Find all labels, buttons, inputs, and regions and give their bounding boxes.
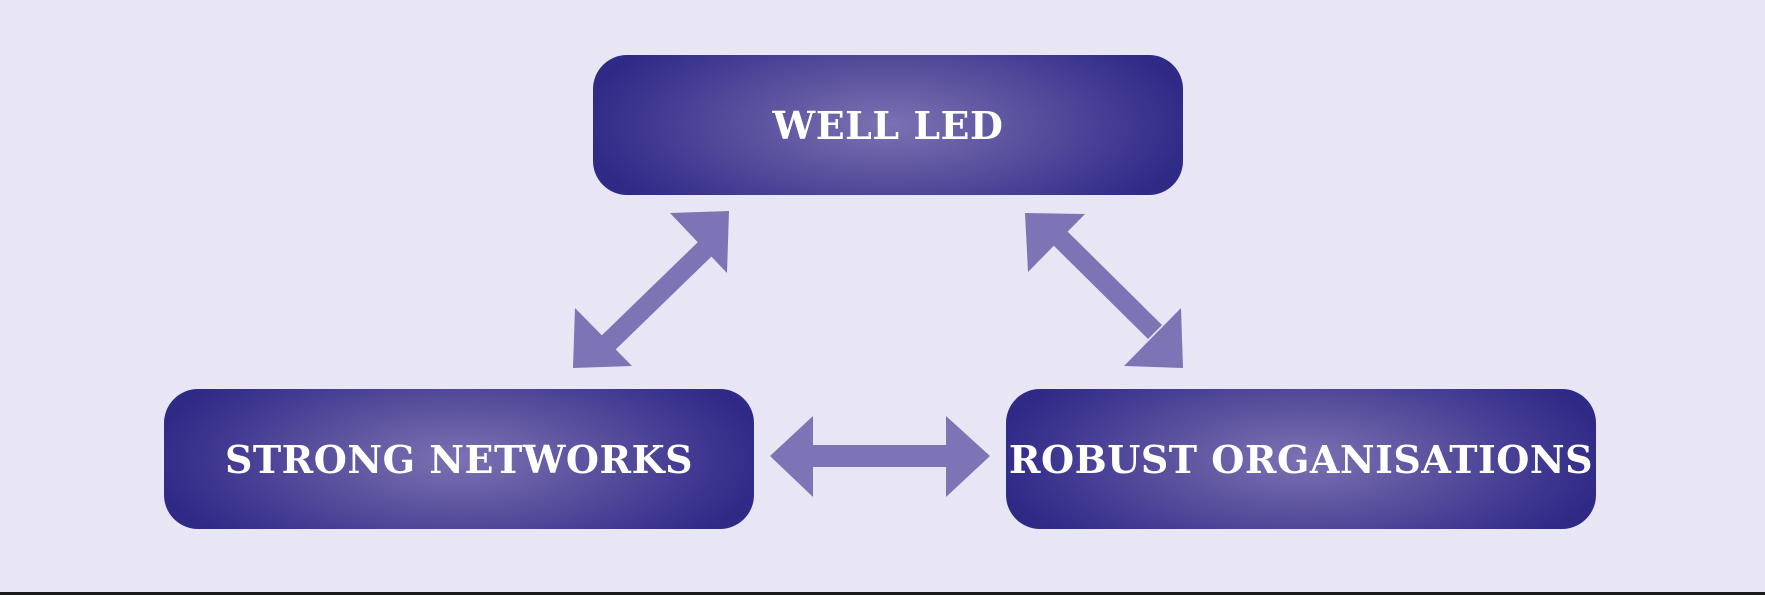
arrowhead-right (946, 416, 990, 497)
node-well-led-label: WELL LED (772, 102, 1004, 148)
arrow-top-right (1025, 213, 1183, 368)
arrowhead-left (770, 416, 813, 497)
node-robust-organisations-label: ROBUST ORGANISATIONS (1008, 436, 1594, 482)
node-well-led: WELL LED (593, 55, 1183, 195)
arrowhead-top-left-down (573, 308, 632, 368)
node-strong-networks: STRONG NETWORKS (164, 389, 754, 529)
arrow-shaft-top-right (1050, 228, 1162, 339)
arrow-shaft-left-right (808, 445, 948, 467)
node-robust-organisations: ROBUST ORGANISATIONS (1006, 389, 1596, 529)
arrowhead-top-right-up (1025, 213, 1085, 272)
bottom-border (0, 592, 1765, 595)
arrow-left-right (770, 416, 990, 497)
arrowhead-top-left-up (670, 211, 729, 273)
arrow-top-left (573, 211, 729, 368)
arrowhead-top-right-down (1124, 308, 1183, 368)
node-strong-networks-label: STRONG NETWORKS (224, 436, 694, 482)
arrow-shaft-top-left (597, 242, 712, 354)
